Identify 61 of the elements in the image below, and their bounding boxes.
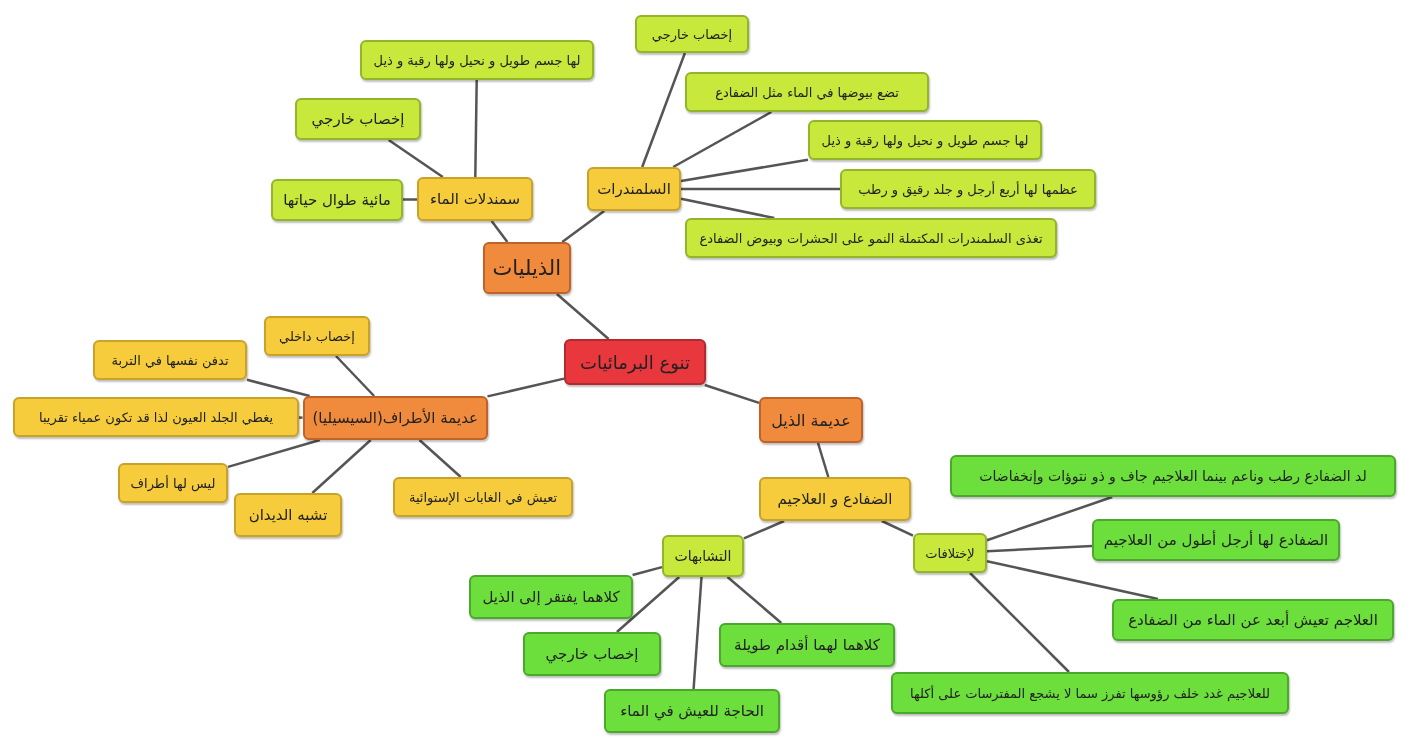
idea-box: يغطي الجلد العيون لذا قد تكون عمياء تقريبا	[13, 397, 299, 437]
idea-box: ليس لها أطراف	[118, 463, 228, 503]
connector-line	[816, 442, 830, 478]
connector-line	[704, 383, 760, 405]
idea-box: الضفادع و العلاجيم	[759, 477, 911, 521]
idea-box: الحاجة للعيش في الماء	[604, 689, 780, 733]
idea-box: إخصاب خارجي	[635, 15, 749, 53]
connector-line	[881, 519, 914, 537]
topic-box: تنوع البرمائيات	[564, 339, 706, 385]
connector-line	[227, 438, 321, 469]
connector-line	[418, 439, 462, 478]
connector-line	[311, 439, 372, 494]
idea-box: تغذى السلمندرات المكتملة النمو على الحشرات وبيوض الضفادع	[685, 218, 1057, 258]
idea-box: العلاجم تعيش أبعد عن الماء من الضفادع	[1112, 599, 1394, 641]
idea-box: لد الضفادع رطب وناعم بينما العلاجيم جاف و ذو نتوؤات وإنخفاضات	[950, 455, 1396, 497]
connector-line	[556, 293, 610, 340]
connector-line	[474, 80, 478, 177]
idea-box: كلاهما يفتقر إلى الذيل	[469, 575, 633, 619]
connector-line	[726, 576, 783, 624]
idea-box: الذيليات	[482, 242, 572, 294]
connector-line	[986, 495, 1113, 542]
connector-line	[403, 198, 417, 201]
connector-line	[632, 565, 663, 577]
idea-box: تعيش في الغابات الإستوائية	[393, 477, 573, 517]
connector-line	[743, 519, 785, 540]
idea-box: عديمة الأطراف(السيسيليا)	[302, 396, 488, 440]
connector-line	[680, 197, 775, 220]
connector-line	[299, 416, 303, 419]
idea-box: عظمها لها أربع أرجل و جلد رقيق و رطب	[840, 169, 1096, 209]
idea-box: تضع بيوضها في الماء مثل الضفادع	[685, 72, 929, 112]
idea-box: إخصاب خارجي	[523, 632, 661, 676]
connector-line	[680, 158, 809, 183]
idea-box: لإختلافات	[913, 533, 987, 573]
connector-line	[641, 52, 687, 168]
idea-box: تشبه الديدان	[234, 493, 342, 537]
idea-box: كلاهما لهما أقدام طويلة	[719, 623, 895, 667]
idea-box: السلمندرات	[587, 167, 681, 211]
connector-line	[672, 110, 772, 169]
idea-box: الضفادع لها أرجل أطول من العلاجيم	[1092, 519, 1340, 561]
connector-line	[246, 378, 310, 398]
idea-box: إخصاب داخلي	[264, 316, 370, 356]
connector-line	[681, 187, 840, 191]
idea-box: للعلاجيم غدد خلف رؤوسها تفرز سما لا يشجع المفترسات على أكلها	[891, 672, 1289, 714]
idea-box: مائية طوال حياتها	[271, 179, 403, 221]
connector-line	[561, 210, 605, 243]
idea-box: إخصاب خارجي	[295, 98, 421, 140]
connector-line	[388, 138, 444, 179]
idea-box: سمندلات الماء	[417, 177, 533, 221]
connector-line	[616, 576, 681, 633]
idea-box: تدفن نفسها في التربة	[93, 340, 247, 380]
connector-line	[490, 220, 509, 243]
idea-box: عديمة الذيل	[759, 397, 863, 443]
connector-line	[335, 355, 375, 397]
connector-line	[986, 544, 1093, 553]
connector-line	[969, 572, 1070, 673]
idea-box: التشابهات	[662, 535, 744, 577]
connector-line	[487, 377, 565, 398]
connector-line	[986, 559, 1159, 601]
idea-box: لها جسم طويل و نحيل ولها رقبة و ذيل	[808, 120, 1042, 160]
connector-line	[692, 576, 703, 690]
idea-box: لها جسم طويل و نحيل ولها رقبة و ذيل	[360, 40, 594, 80]
